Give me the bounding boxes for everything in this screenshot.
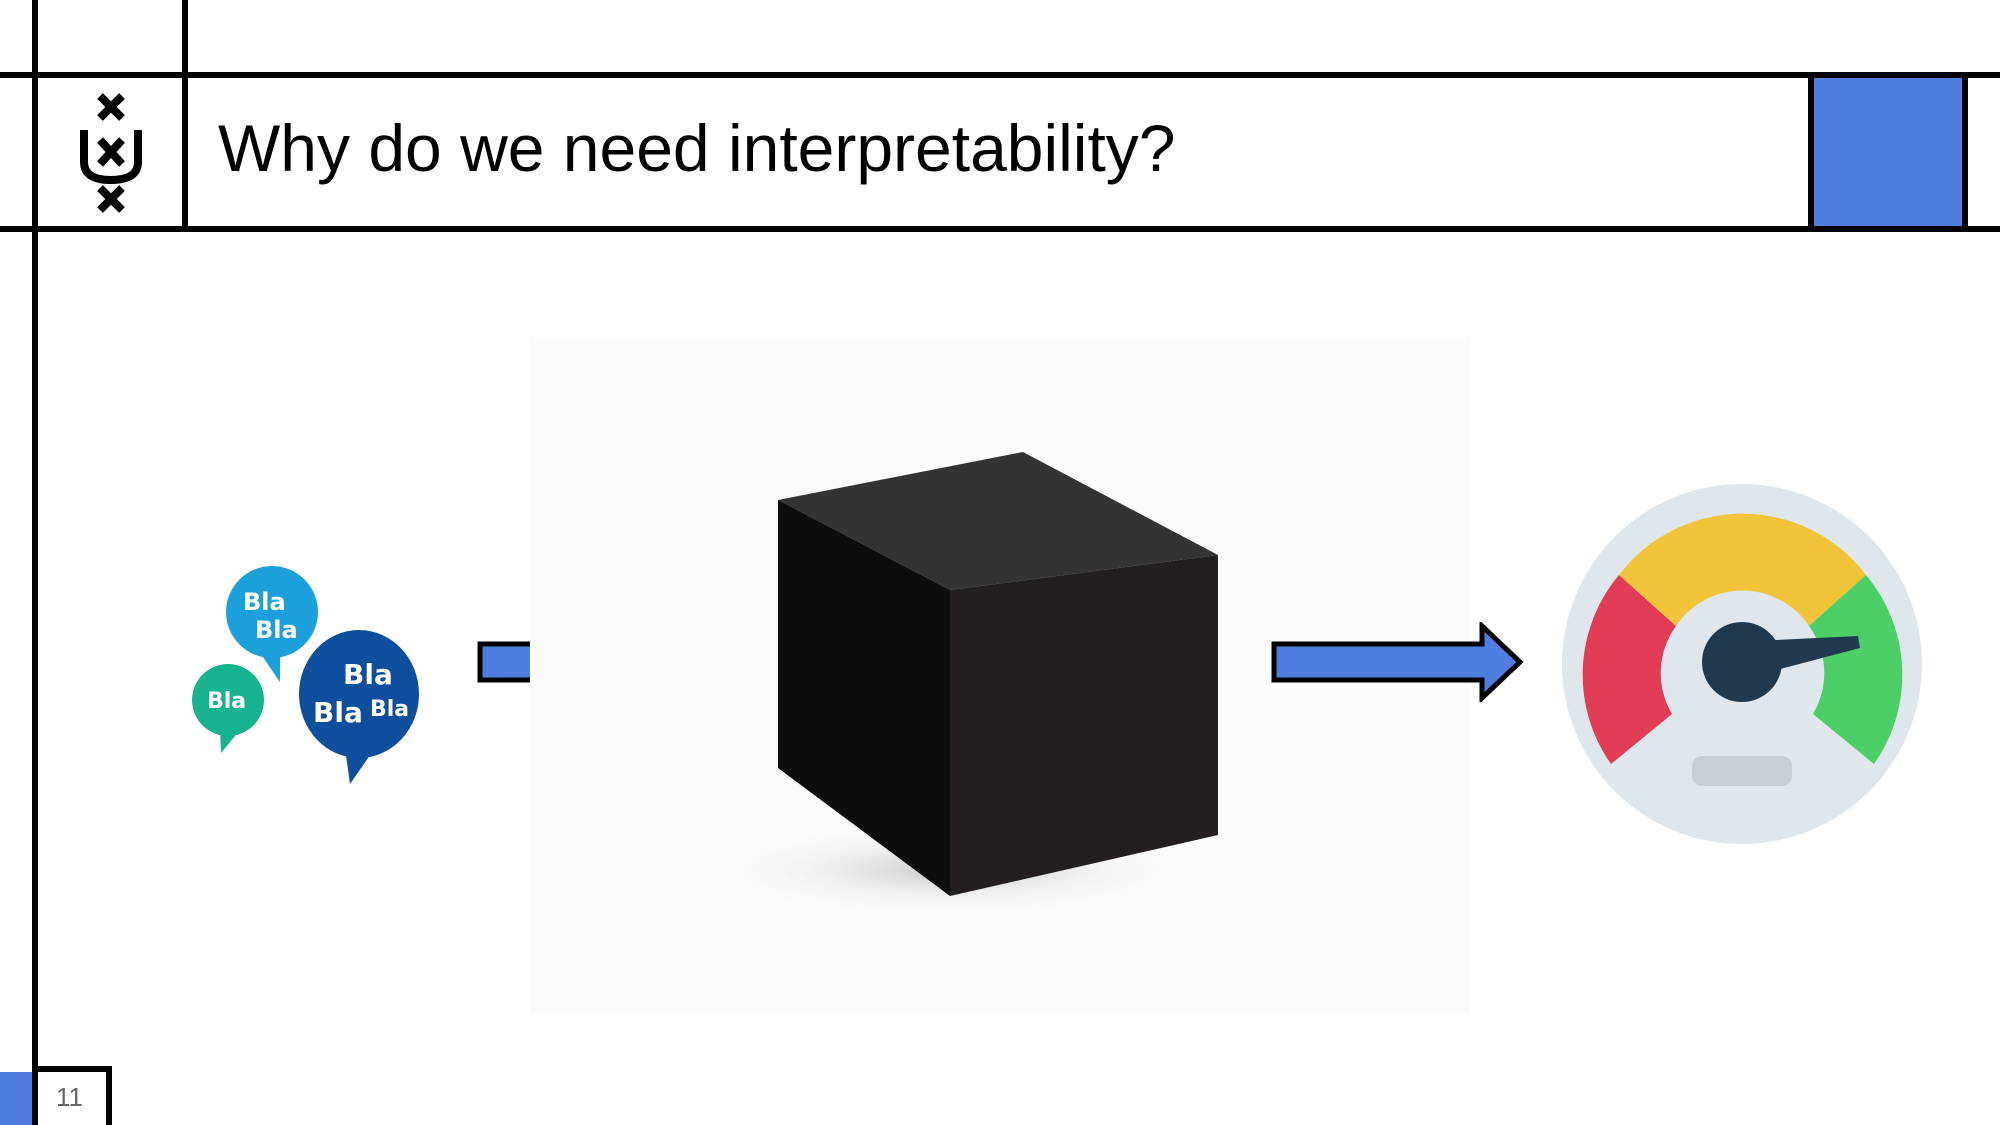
bubble-line: Bla <box>207 689 246 714</box>
header-bottom-rule <box>0 226 2000 232</box>
logo-divider-rule <box>182 0 188 232</box>
university-logo <box>80 93 142 213</box>
bubble-line: Bla <box>255 616 298 644</box>
speedometer-icon <box>1562 484 1922 844</box>
dark-blue-bubble: Bla Bla Bla <box>299 630 419 784</box>
bubble-line: Bla <box>243 588 286 616</box>
footer-box-right <box>106 1066 112 1125</box>
speech-bubbles-icon: Bla Bla Bla Bla Bla Bla <box>192 566 419 784</box>
header-accent-square <box>1814 78 1962 226</box>
left-vertical-rule <box>32 0 38 1125</box>
right-block-right-rule <box>1962 72 1968 232</box>
page-number: 11 <box>56 1082 83 1112</box>
black-box-cube-icon <box>700 452 1218 918</box>
bubble-line: Bla <box>313 696 363 729</box>
bubble-line: Bla <box>343 658 393 691</box>
bubble-line: Bla <box>370 697 409 722</box>
footer-box-top <box>32 1066 112 1072</box>
footer-accent-block <box>0 1072 32 1125</box>
light-blue-bubble: Bla Bla <box>226 566 318 682</box>
teal-bubble: Bla <box>192 664 264 753</box>
right-block-left-rule <box>1808 72 1814 232</box>
top-rule <box>0 72 2000 78</box>
arrow-right-icon <box>1271 622 1524 702</box>
slide-title: Why do we need interpretability? <box>218 111 1176 185</box>
